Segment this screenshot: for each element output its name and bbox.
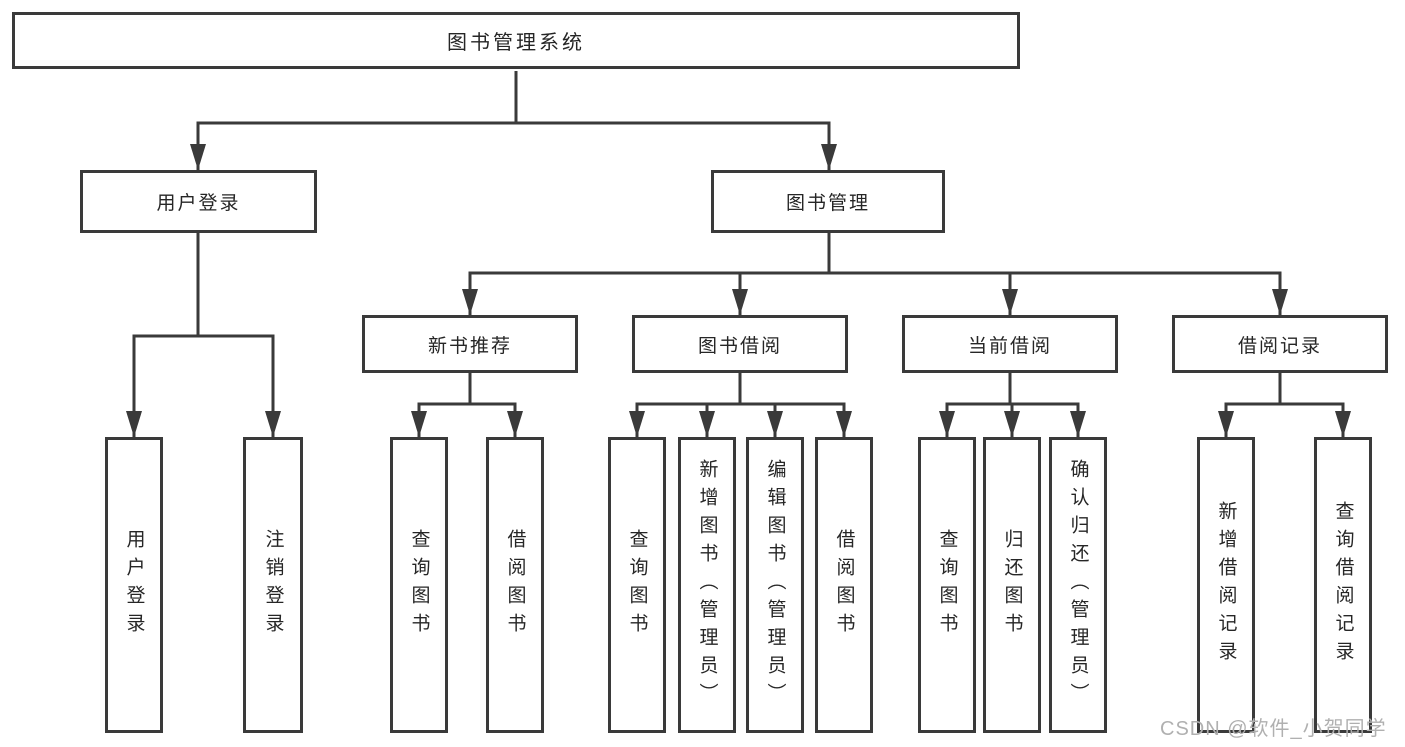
leaf-borrow-add-books-admin-label: 新增图书（管理员）: [696, 459, 718, 711]
leaf-recommend-borrow-books: 借阅图书: [486, 437, 544, 733]
leaf-logout: 注销登录: [243, 437, 303, 733]
node-borrow-records-label: 借阅记录: [1237, 335, 1322, 357]
node-current-borrow-label: 当前借阅: [967, 335, 1052, 357]
leaf-current-query-books-label: 查询图书: [936, 529, 958, 641]
leaf-current-query-books: 查询图书: [918, 437, 976, 733]
node-user-login-label: 用户登录: [156, 193, 241, 214]
node-book-management: 图书管理: [711, 170, 945, 233]
leaf-records-add-record-label: 新增借阅记录: [1215, 501, 1237, 669]
leaf-user-login: 用户登录: [105, 437, 163, 733]
node-book-management-label: 图书管理: [785, 193, 870, 214]
node-user-login: 用户登录: [80, 170, 317, 233]
leaf-current-confirm-return-admin-label: 确认归还（管理员）: [1067, 459, 1089, 711]
leaf-borrow-edit-books-admin-label: 编辑图书（管理员）: [764, 459, 786, 711]
leaf-borrow-edit-books-admin: 编辑图书（管理员）: [746, 437, 804, 733]
leaf-logout-label: 注销登录: [262, 529, 284, 641]
leaf-current-return-books: 归还图书: [983, 437, 1041, 733]
leaf-current-return-books-label: 归还图书: [1001, 529, 1023, 641]
node-borrow-records: 借阅记录: [1172, 315, 1388, 373]
csdn-watermark: CSDN @软件_小贺同学: [1160, 718, 1387, 740]
leaf-recommend-query-books-label: 查询图书: [408, 529, 430, 641]
leaf-recommend-query-books: 查询图书: [390, 437, 448, 733]
leaf-records-query-record-label: 查询借阅记录: [1332, 501, 1354, 669]
leaf-borrow-query-books-label: 查询图书: [626, 529, 648, 641]
node-new-book-recommend-label: 新书推荐: [427, 335, 512, 357]
leaf-borrow-borrow-books: 借阅图书: [815, 437, 873, 733]
node-book-borrow: 图书借阅: [632, 315, 848, 373]
leaf-current-confirm-return-admin: 确认归还（管理员）: [1049, 437, 1107, 733]
leaf-user-login-label: 用户登录: [123, 529, 145, 641]
leaf-records-add-record: 新增借阅记录: [1197, 437, 1255, 733]
leaf-borrow-borrow-books-label: 借阅图书: [833, 529, 855, 641]
node-root: 图书管理系统: [12, 12, 1020, 69]
leaf-borrow-query-books: 查询图书: [608, 437, 666, 733]
node-current-borrow: 当前借阅: [902, 315, 1118, 373]
node-root-label: 图书管理系统: [447, 32, 585, 54]
leaf-recommend-borrow-books-label: 借阅图书: [504, 529, 526, 641]
leaf-records-query-record: 查询借阅记录: [1314, 437, 1372, 733]
node-new-book-recommend: 新书推荐: [362, 315, 578, 373]
leaf-borrow-add-books-admin: 新增图书（管理员）: [678, 437, 736, 733]
node-book-borrow-label: 图书借阅: [697, 335, 782, 357]
